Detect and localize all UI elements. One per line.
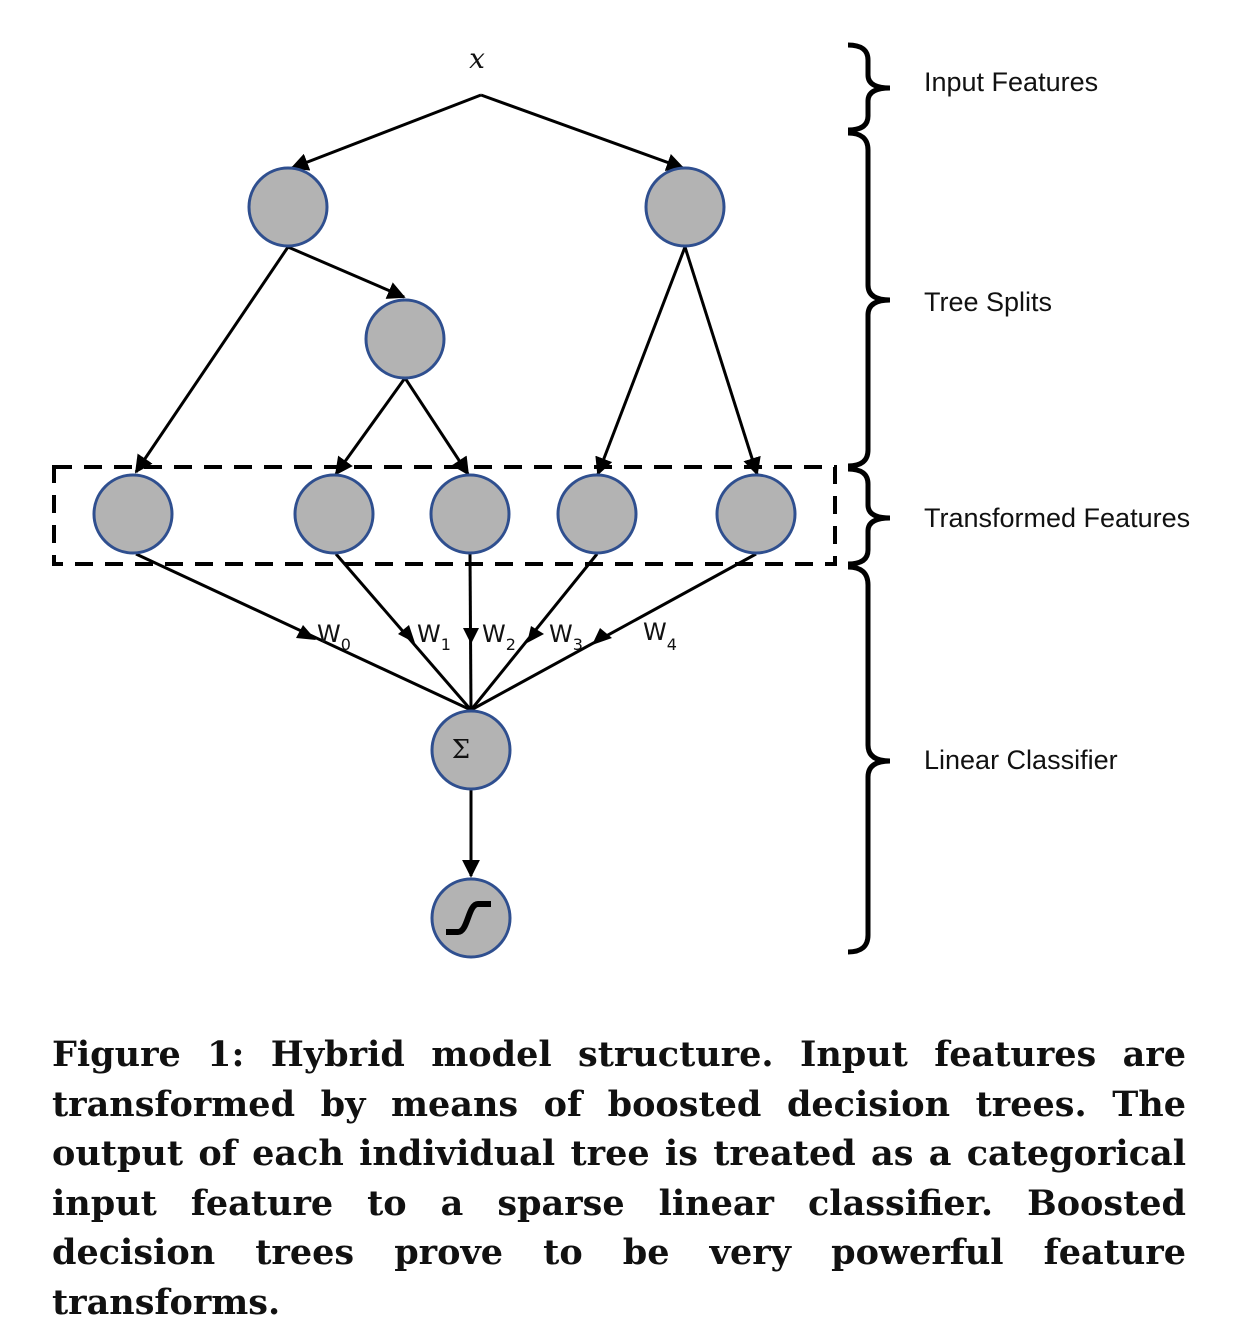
tree2-edges [595,246,761,476]
leaf-nodes [92,473,797,555]
sum-node [430,709,512,791]
edge-split-to-leaf1 [334,377,407,476]
tree-split-nodes [247,166,726,380]
leaf-node-3 [556,473,638,555]
leaf-node-2 [429,473,511,555]
hybrid-model-diagram: x W0 W1 W2 W3 W4 [52,42,1190,959]
section-braces [847,42,891,955]
tree1-split-node [364,298,446,380]
brace-linear-classifier [847,564,891,955]
arrowhead-w0 [296,625,316,640]
section-label-linear-classifier: Linear Classifier [924,745,1118,775]
edge-t2root-to-leaf4 [683,246,761,476]
section-label-transformed-features: Transformed Features [924,503,1190,533]
weight-label-w0: W0 [317,620,351,654]
arrowhead-w3 [527,626,544,643]
brace-transformed-features [847,466,891,567]
figure-caption: Figure 1: Hybrid model structure. Input … [52,1034,1186,1323]
edge-split-to-leaf2 [403,377,470,476]
edge-t2root-to-leaf3 [595,246,687,476]
arrowhead-w1 [398,625,415,643]
weight-labels: W0 W1 W2 W3 W4 [317,618,677,654]
arrowhead-w2 [463,628,479,644]
leaf-node-0 [92,473,174,555]
edge-leaf4-to-sum [470,552,757,712]
edge-t1root-to-split [287,245,406,299]
edge-input-to-tree1 [290,93,482,171]
transformed-features-box [52,465,837,566]
input-edges [290,93,685,171]
weight-label-w3: W3 [549,620,583,654]
leaf-node-1 [293,473,375,555]
brace-input-features [847,42,891,133]
arrowhead-w4 [592,628,612,645]
tree2-root-node [644,166,726,248]
leaf-node-4 [715,473,797,555]
weight-label-w4: W4 [643,618,677,654]
section-label-input-features: Input Features [924,67,1098,97]
sigmoid-icon [446,901,491,935]
tree1-root-node [247,166,329,248]
weight-edges [135,552,757,712]
edge-t1root-to-leaf0 [134,246,290,474]
section-label-tree-splits: Tree Splits [924,287,1052,317]
brace-tree-splits [847,130,891,469]
weight-label-w1: W1 [417,620,451,654]
tree1-edges [134,245,470,476]
input-x-label: x [469,42,485,75]
edge-input-to-tree2 [480,93,685,171]
weight-label-w2: W2 [482,620,516,654]
sigma-symbol: Σ [452,735,470,765]
